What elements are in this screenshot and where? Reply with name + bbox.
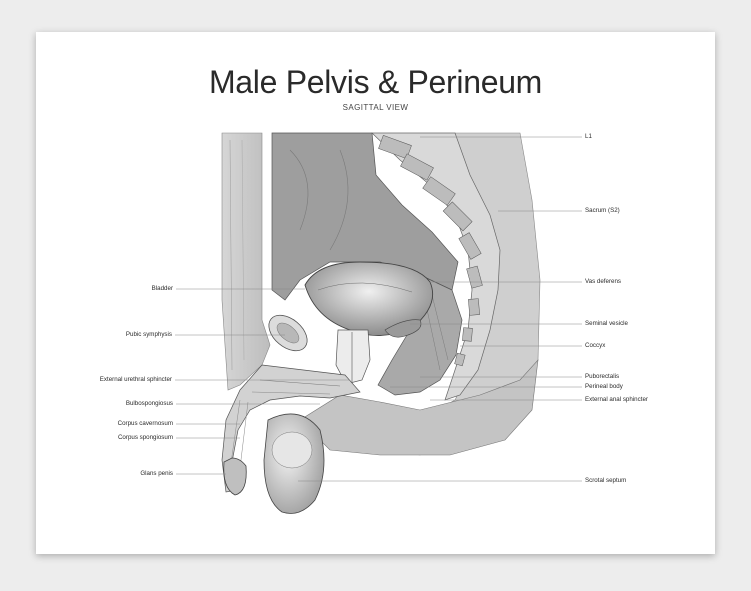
label-external-urethral-sphincter: External urethral sphincter [99, 376, 172, 383]
anterior-abdominal-wall [221, 132, 271, 391]
label-pubic-symphysis: Pubic symphysis [125, 331, 172, 338]
label-puborectalis: Puborectalis [585, 373, 620, 380]
label-glans-penis: Glans penis [140, 470, 173, 477]
label-seminal-vesicle: Seminal vesicle [585, 320, 628, 327]
label-bladder: Bladder [151, 285, 173, 292]
diagram-title: Male Pelvis & Perineum [208, 64, 543, 100]
label-external-anal-sphincter: External anal sphincter [585, 396, 648, 403]
label-scrotal-septum: Scrotal septum [585, 477, 627, 484]
label-coccyx: Coccyx [585, 342, 606, 349]
bladder [304, 261, 434, 336]
penile-shaft [221, 364, 361, 493]
perineum-base [299, 359, 539, 456]
prostate [335, 329, 371, 385]
label-l1: L1 [585, 133, 592, 140]
label-corpus-spongiosum: Corpus spongiosum [117, 434, 173, 441]
diagram-subtitle: SAGITTAL VIEW [342, 103, 409, 112]
vertebral-column [371, 132, 501, 401]
label-vas-deferens: Vas deferens [585, 278, 622, 285]
glans-penis [223, 457, 247, 496]
label-sacrum: Sacrum (S2) [585, 207, 620, 214]
label-perineal-body: Perineal body [585, 383, 623, 390]
label-bulbospongiosus: Bulbospongiosus [125, 400, 173, 407]
label-corpus-cavernosum: Corpus cavernosum [117, 420, 173, 427]
